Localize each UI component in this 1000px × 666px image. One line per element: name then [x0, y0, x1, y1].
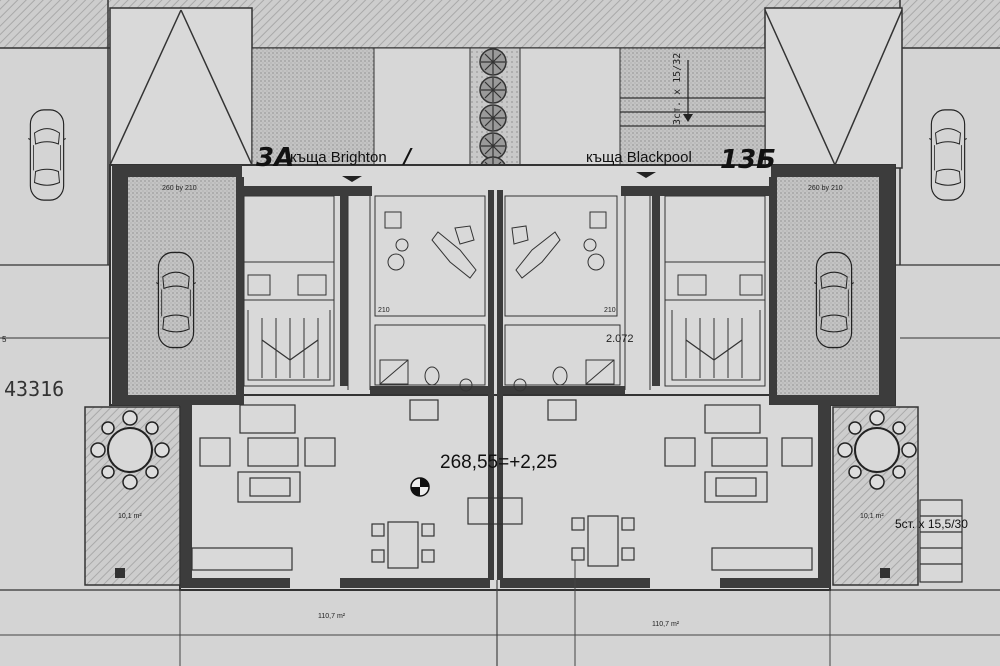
- garage-right-size: 260 by 210: [808, 185, 843, 192]
- office-right: [504, 195, 618, 317]
- driveway-left: [109, 7, 253, 169]
- level-main: 268,55=+2,25: [440, 452, 557, 473]
- axis-mark: 5: [2, 335, 7, 344]
- stairs-right-label: 5ст. х 15,5/30: [895, 517, 968, 531]
- bathroom-left: [374, 324, 486, 392]
- garage-left-size: 260 by 210: [162, 185, 197, 192]
- house-left-suffix: /: [402, 144, 413, 168]
- stairs-top-label: Зст. х 15/32: [672, 53, 683, 125]
- stair-core-left: [243, 195, 335, 387]
- garage-left: [128, 177, 236, 395]
- garage-right: [777, 177, 879, 395]
- office-left: [374, 195, 486, 317]
- stair-core-right: [664, 195, 766, 387]
- terrace-right-area: 10,1 m²: [860, 513, 884, 520]
- door-code-left: 210: [378, 307, 390, 314]
- stairs-right: [919, 499, 963, 583]
- house-left-name: къща Brighton: [290, 149, 387, 166]
- arrow-down-icon: [683, 114, 693, 122]
- stairs-top-right: [620, 60, 765, 127]
- level-mark-icon: [410, 477, 430, 497]
- tree-icon: [479, 48, 507, 184]
- house-left-number: 3А: [256, 143, 294, 173]
- parcel-number: 43316: [4, 377, 64, 401]
- dim-center: 2.072: [606, 333, 634, 345]
- living-room-left: [191, 399, 439, 571]
- entrance-arrow-icon: [636, 172, 656, 178]
- terrace-left-area: 10,1 m²: [118, 513, 142, 520]
- entrance-arrow-icon: [342, 176, 362, 182]
- bathroom-right: [504, 324, 621, 392]
- door-code-right: 210: [604, 307, 616, 314]
- house-right-name: къща Blackpool: [586, 149, 692, 166]
- driveway-right: [764, 7, 903, 169]
- shared-table: [467, 497, 523, 525]
- walls: [112, 165, 895, 588]
- living-room-right: [547, 399, 813, 571]
- area-bottom-left: 110,7 m²: [318, 613, 346, 620]
- entrance-path-left: [251, 47, 375, 187]
- area-bottom-right: 110,7 m²: [652, 621, 680, 628]
- house-right-number: 13Б: [720, 145, 776, 175]
